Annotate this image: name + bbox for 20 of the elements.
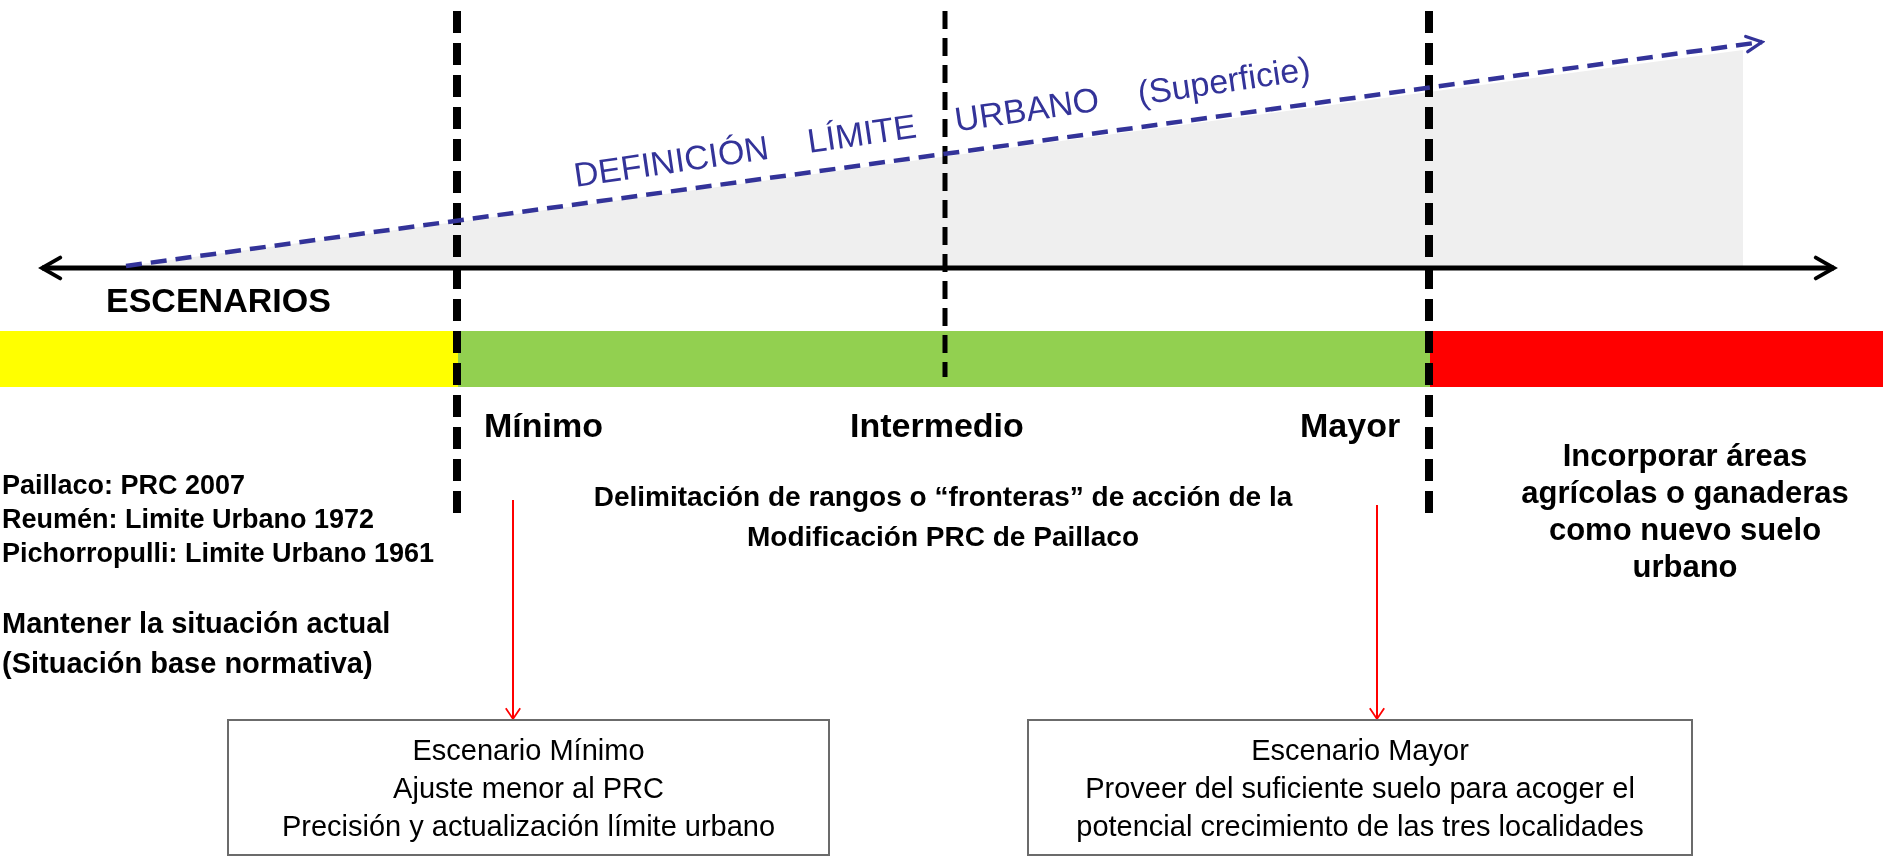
annotation-text: Intermedio [850, 405, 1024, 445]
arrow [504, 499, 522, 720]
annotation-text: Delimitación de rangos o “fronteras” de acción de la Modificación PRC de Paillaco [592, 480, 1294, 554]
annotation-text: Reumén: Limite Urbano 1972 [2, 503, 375, 536]
box-text: Ajuste menor al PRC [393, 770, 664, 806]
axis-title: DEFINICIÓN LÍMITE URBANO (Superficie) [571, 49, 1313, 195]
annotation-text: Mayor [1300, 405, 1401, 445]
annotation-text: Mantener la situación actual (Situación base normativa) [2, 606, 392, 681]
box-heading: Escenario Mínimo [412, 732, 645, 768]
box-text: Proveer del suficiente suelo para acoger el potencial crecimiento de las tres localidades [1075, 770, 1645, 844]
annotation-text: Incorporar áreas agrícolas o ganaderas como nuevo suelo urbano [1520, 437, 1850, 585]
scenario-box [1027, 719, 1693, 856]
annotation-text: Pichorropulli: Limite Urbano 1961 [2, 537, 435, 570]
annotation-text: ESCENARIOS [106, 280, 331, 320]
scenario-box [227, 719, 830, 856]
annotation-text: Paillaco: PRC 2007 [2, 469, 246, 502]
annotation-text: Mínimo [484, 405, 603, 445]
box-text: Precisión y actualización límite urbano [281, 808, 776, 844]
box-heading: Escenario Mayor [1251, 732, 1469, 768]
arrow [1368, 504, 1386, 720]
